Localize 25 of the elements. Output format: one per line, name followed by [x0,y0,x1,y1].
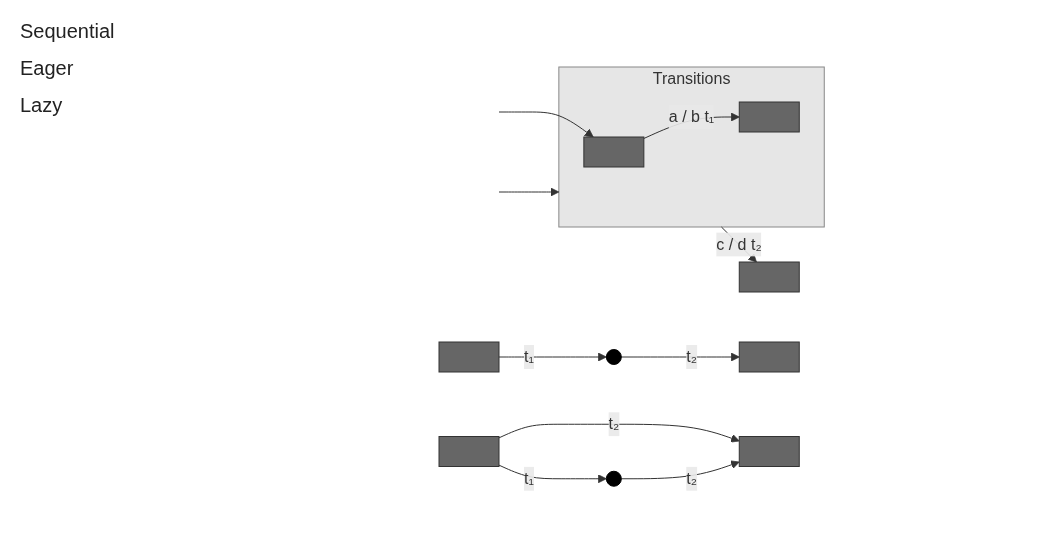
arrow [498,352,608,362]
node-box [438,435,500,467]
edge-label: t₂ [608,414,620,432]
node-box [438,341,500,373]
edge-label: t₁ [524,347,535,365]
arrow [498,111,594,137]
edge-label: t₂ [686,347,698,365]
diagram-label: Lazy [20,94,64,117]
arrow [498,423,741,443]
arrow [498,464,608,483]
node-box [739,435,801,467]
node-box [739,101,801,133]
edge-label: c / d t₂ [716,235,762,253]
edge-label: a / b t₁ [669,107,715,125]
node-circle [606,470,623,487]
node-box [583,136,645,168]
arrow [498,187,560,197]
edge-label: t₁ [524,469,535,487]
node-box [739,261,801,293]
node-box [739,341,801,373]
diagram-label: Eager [20,57,75,80]
diagram-label: Sequential [20,20,116,43]
node-circle [606,348,623,365]
edge-label: t₂ [686,469,698,487]
arrow [621,460,741,479]
